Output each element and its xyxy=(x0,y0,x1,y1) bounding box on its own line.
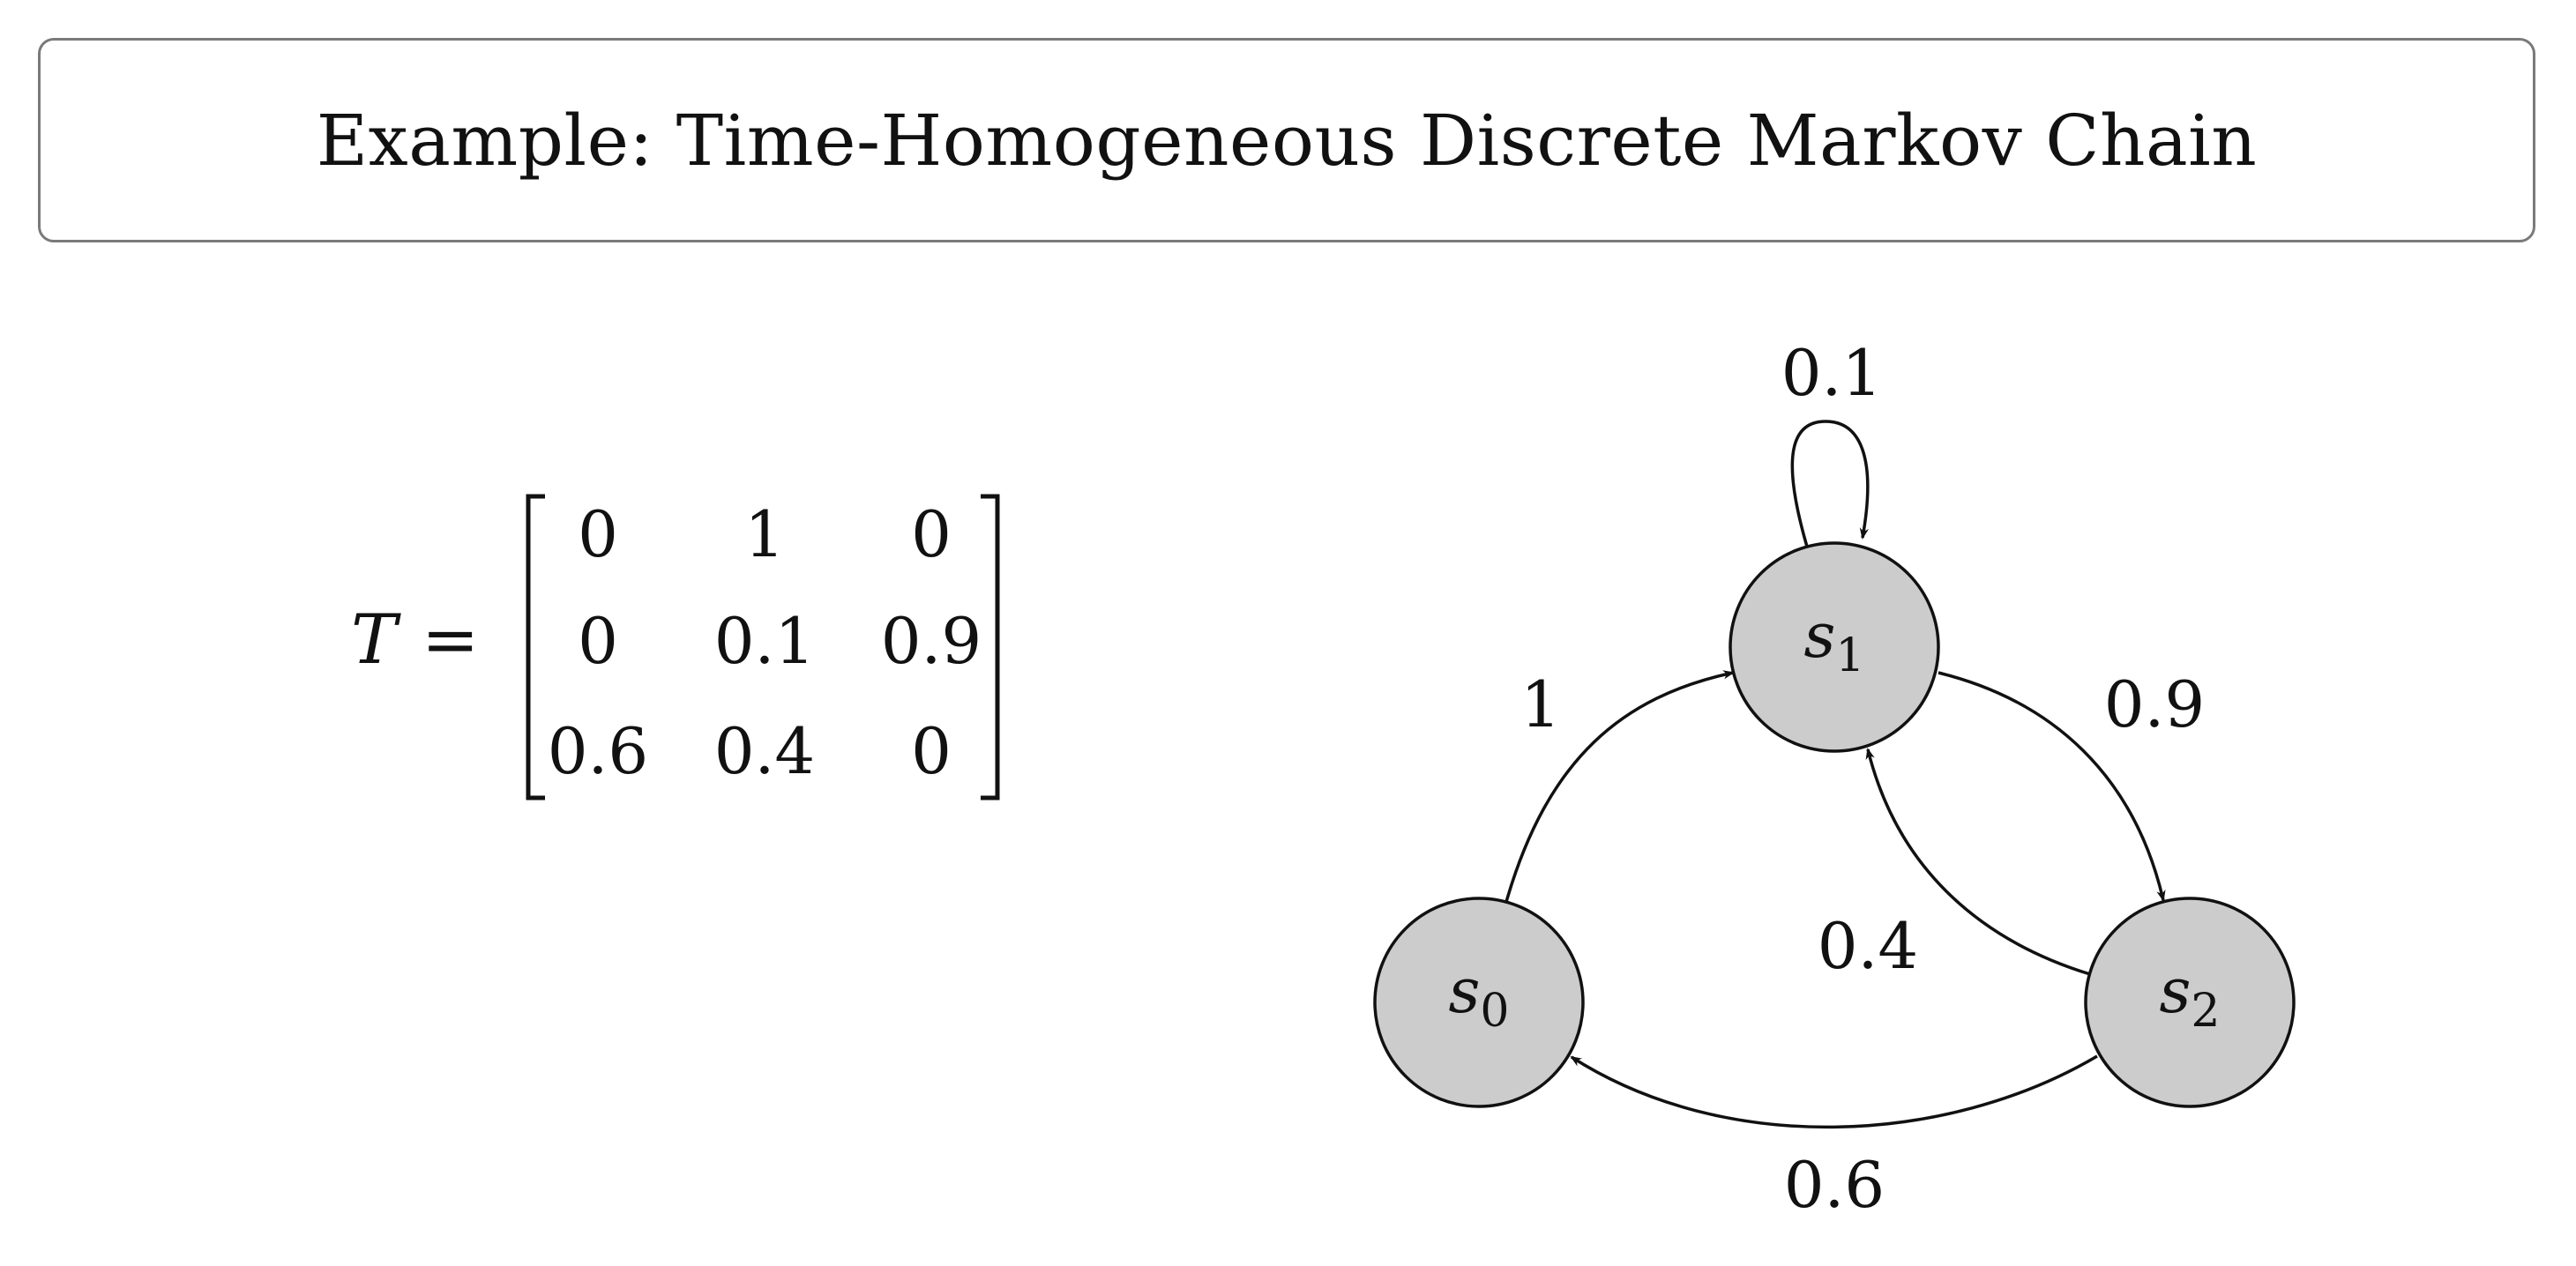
edge-label-s1-s2: 0.9 xyxy=(2104,667,2206,741)
state-subscript: 1 xyxy=(1835,629,1864,682)
matrix-cell: 0 xyxy=(911,714,952,788)
title-box: Example: Time-Homogeneous Discrete Marko… xyxy=(38,38,2535,242)
matrix-cell: 1 xyxy=(744,497,785,571)
state-label-s0: s0 xyxy=(1448,955,1509,1038)
edge-label-s0-s1: 1 xyxy=(1520,667,1561,741)
state-symbol: s xyxy=(1448,955,1480,1027)
matrix-equals: = xyxy=(422,600,479,680)
edge-label-s2-s1: 0.4 xyxy=(1818,909,1919,983)
page-title: Example: Time-Homogeneous Discrete Marko… xyxy=(316,99,2258,182)
matrix-cell: 0 xyxy=(578,604,618,678)
edge-labels: 0.1 1 0.9 0.4 0.6 xyxy=(1520,336,2205,1222)
transition-matrix: T = 0 1 0 0 0.1 0.9 0.6 0.4 0 xyxy=(351,494,1000,801)
state-s2: s2 xyxy=(2084,897,2296,1108)
matrix-left-bracket xyxy=(526,494,545,801)
state-s0: s0 xyxy=(1373,897,1585,1108)
matrix-right-bracket xyxy=(981,494,1000,801)
edges xyxy=(1505,420,2166,1129)
edge-s2-s0 xyxy=(1570,1054,2098,1129)
state-s1: s1 xyxy=(1729,541,1940,753)
matrix-cell: 0 xyxy=(578,497,618,571)
edge-label-s2-s0: 0.6 xyxy=(1784,1148,1885,1222)
edge-s1-s2 xyxy=(1938,671,2166,902)
matrix-cell: 0.6 xyxy=(548,714,649,788)
state-label-s2: s2 xyxy=(2159,955,2220,1038)
edge-label-s1-s1: 0.1 xyxy=(1781,336,1883,410)
matrix-cell: 0.1 xyxy=(714,604,816,678)
state-label-s1: s1 xyxy=(1803,599,1864,682)
state-symbol: s xyxy=(2159,955,2191,1027)
edge-s0-s1 xyxy=(1505,670,1735,903)
matrix-cell: 0.4 xyxy=(714,714,816,788)
edge-s1-s1 xyxy=(1790,420,1870,547)
matrix-symbol: T xyxy=(351,600,401,680)
states: s0 s1 s2 xyxy=(1373,541,2296,1108)
matrix-cell: 0 xyxy=(911,497,952,571)
state-subscript: 2 xyxy=(2191,985,2220,1038)
matrix-cell: 0.9 xyxy=(881,604,982,678)
edge-s2-s1 xyxy=(1865,748,2091,976)
state-symbol: s xyxy=(1803,599,1835,672)
state-subscript: 0 xyxy=(1480,985,1509,1038)
